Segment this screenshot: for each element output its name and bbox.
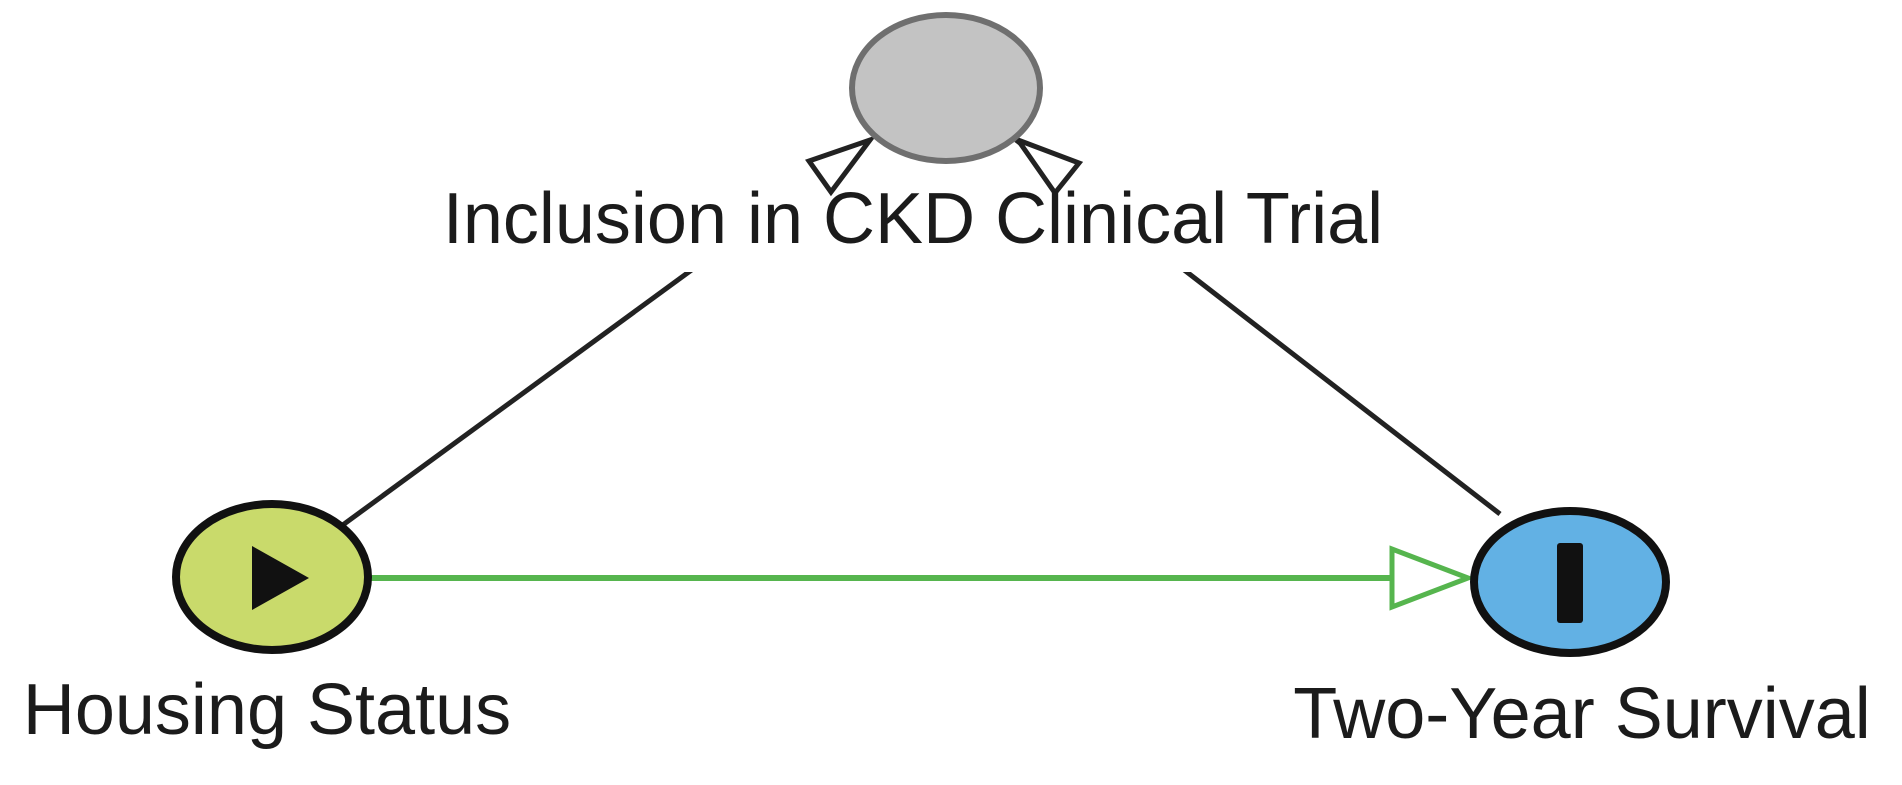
arrowhead-exposure-to-collider [805,134,877,197]
arrowhead-outcome-to-collider [1011,134,1084,198]
outcome-node-label: Two-Year Survival [1293,674,1871,754]
collider-node-label: Inclusion in CKD Clinical Trial [443,179,1383,259]
collider-label-background [345,172,1485,272]
exposure-node-label: Housing Status [23,670,511,750]
collider-node [849,12,1043,164]
arrowhead-exposure-to-outcome [1389,545,1476,611]
vertical-bar-icon [1557,543,1583,623]
play-triangle-icon [252,546,309,610]
